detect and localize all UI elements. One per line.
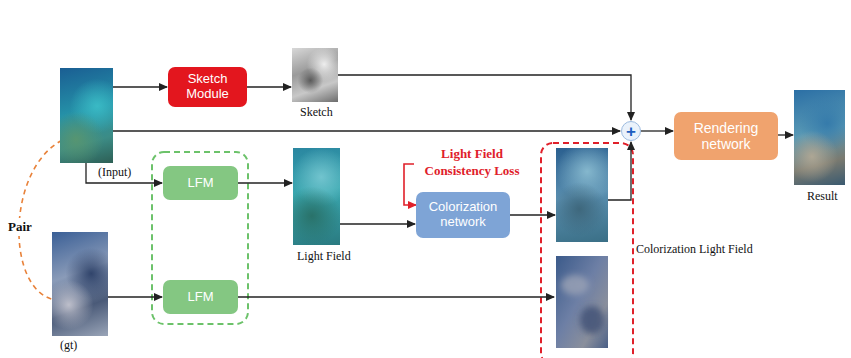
image-caption: (Input) xyxy=(98,165,131,180)
group-outline xyxy=(152,152,248,324)
flow-arrow xyxy=(641,130,673,131)
image-node: Sketch xyxy=(292,48,338,102)
box-label: LFM xyxy=(188,290,214,305)
process-box: LFM xyxy=(163,166,238,200)
image-caption: (gt) xyxy=(60,338,77,353)
image-node: Result xyxy=(794,90,845,185)
flow-arrow xyxy=(238,182,292,183)
process-box: LFM xyxy=(163,280,238,314)
flow-arrow xyxy=(113,130,620,131)
flow-arrow xyxy=(608,142,631,200)
image-node: (Input) xyxy=(60,68,113,163)
flow-arrow xyxy=(340,223,415,224)
image xyxy=(293,148,340,245)
flow-arrow xyxy=(108,296,162,297)
leader-line xyxy=(238,296,554,297)
box-label: Sketch Module xyxy=(173,72,242,102)
image xyxy=(556,256,608,348)
image xyxy=(60,68,113,163)
sum-circle: + xyxy=(621,121,641,141)
flow-arrow xyxy=(510,214,555,215)
group-outline xyxy=(541,143,633,358)
image-texture xyxy=(561,275,604,334)
image-node: Colorization Light Field xyxy=(556,148,608,242)
process-box: Rendering network xyxy=(674,112,778,160)
image xyxy=(52,232,108,336)
image xyxy=(292,48,338,102)
image-node: Light Field xyxy=(293,148,340,245)
flow-arrow xyxy=(86,163,162,183)
image-node: (gt) xyxy=(52,232,108,336)
loss-label: Light Field Consistency Loss xyxy=(416,146,528,180)
image-caption: Light Field xyxy=(297,249,351,264)
image-caption: Sketch xyxy=(300,105,333,120)
plus-sign: + xyxy=(626,123,636,140)
flow-arrow xyxy=(778,134,793,135)
image-caption: Result xyxy=(807,189,838,204)
edge-label: Pair xyxy=(6,218,34,236)
flow-arrow xyxy=(338,75,631,120)
image-caption: Colorization Light Field xyxy=(636,242,753,257)
process-box: Colorization network xyxy=(416,192,510,238)
image xyxy=(794,90,845,185)
box-label: LFM xyxy=(188,176,214,191)
image xyxy=(556,148,608,242)
flow-arrow xyxy=(247,86,291,87)
process-box: Sketch Module xyxy=(168,67,247,107)
box-label: Rendering network xyxy=(679,120,773,152)
box-label: Colorization network xyxy=(421,200,505,230)
loss-line xyxy=(404,164,416,205)
flow-arrow xyxy=(113,86,167,87)
